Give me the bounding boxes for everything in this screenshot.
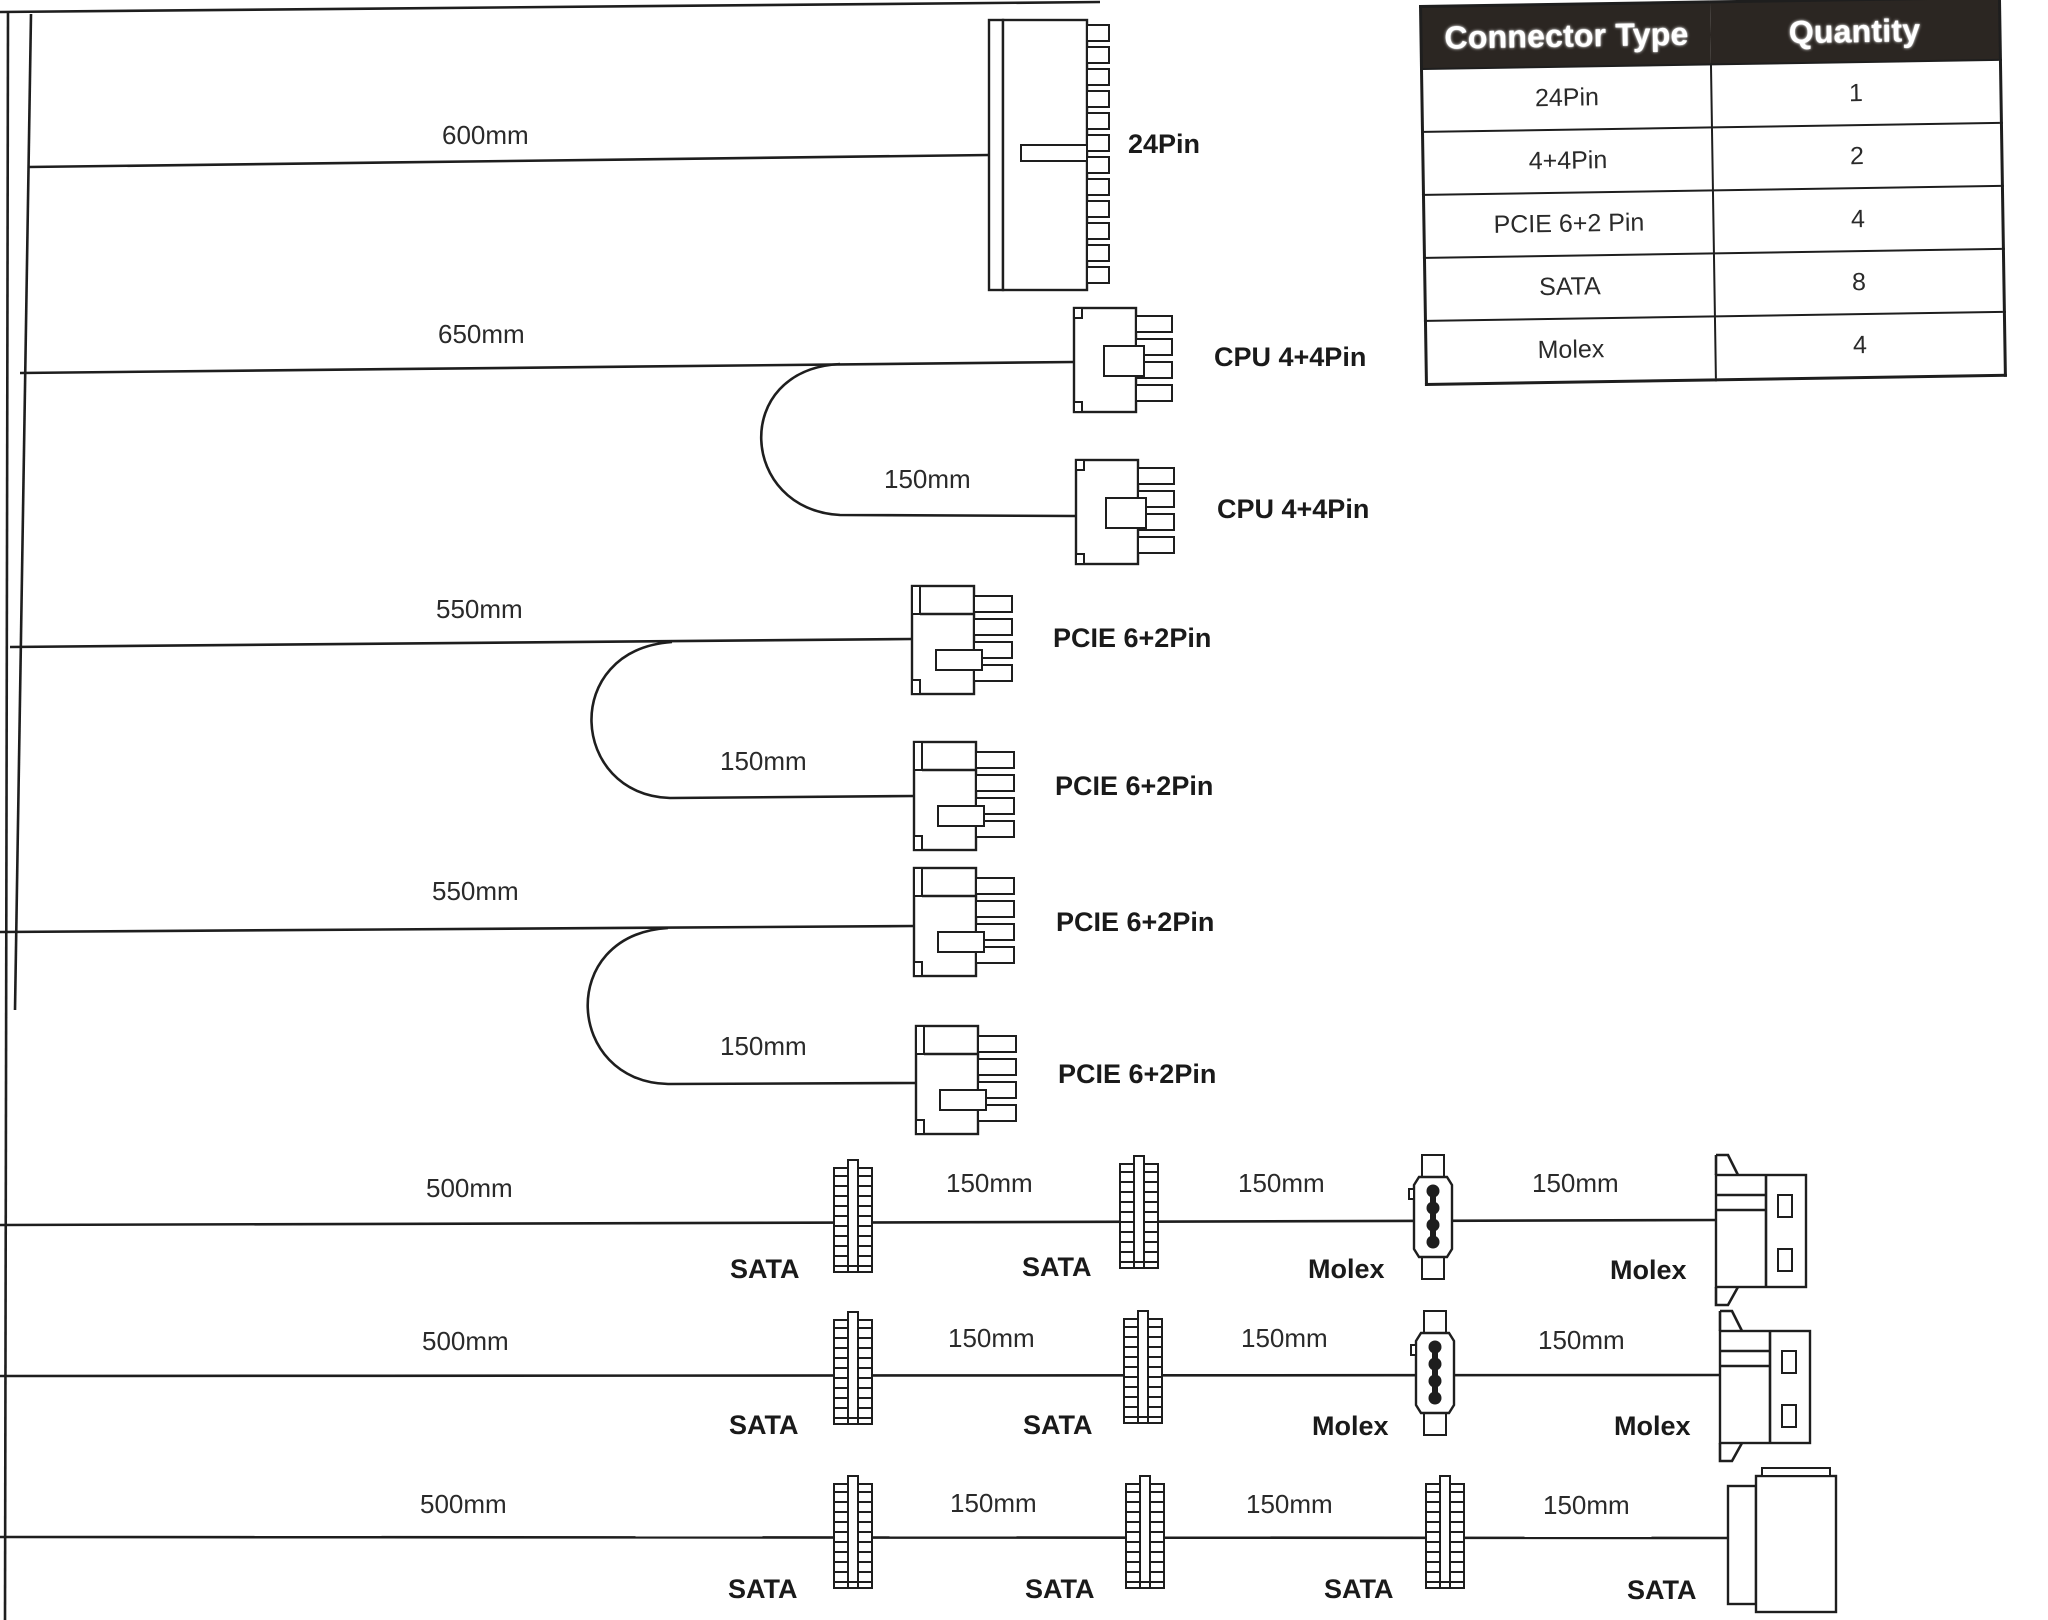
length-label-p1-2: 150mm [1238,1168,1325,1198]
length-label-p1-3: 150mm [1532,1168,1619,1198]
connector-label-p2-2: Molex [1312,1411,1389,1441]
length-label-p3-1: 150mm [950,1488,1037,1518]
cell-connector-type: PCIE 6+2 Pin [1423,190,1714,258]
length-label-p3-3: 150mm [1543,1490,1630,1520]
connector-sata-p3-2-icon [1125,1475,1165,1589]
connector-label-cpu-1: CPU 4+4Pin [1214,342,1366,372]
cell-connector-type: Molex [1425,316,1716,385]
connector-molex-inline-p2-icon [1410,1310,1456,1436]
cable-cpu: 650mm 150mm CPU 4+4Pin CPU 4+4Pin [19,306,1369,566]
connector-pcie-4-icon [914,1024,1017,1136]
length-label-pcie-b-branch: 150mm [720,1031,807,1061]
connector-24pin-icon [987,18,1110,292]
length-label-p2-1: 150mm [948,1323,1035,1353]
wire-cpu-branch [759,362,1077,518]
length-label-cpu-branch: 150mm [884,464,971,494]
length-label-24pin: 600mm [442,120,529,150]
connector-molex-end-p1-icon [1714,1153,1808,1307]
length-label-pcie-a-main: 550mm [436,594,523,624]
connector-sata-p1-1-icon [833,1159,873,1273]
length-label-p3-0: 500mm [420,1489,507,1519]
cell-quantity: 2 [1711,122,2003,191]
cell-quantity: 8 [1713,248,2005,317]
connector-label-p1-0: SATA [730,1254,800,1284]
cell-quantity: 1 [1710,59,2002,128]
connector-label-p2-0: SATA [729,1410,799,1440]
connector-label-p3-3: SATA [1627,1575,1697,1605]
length-label-p3-2: 150mm [1246,1489,1333,1519]
wire-cpu-main [19,360,1075,375]
connector-sata-p2-2-icon [1123,1310,1163,1424]
length-label-p2-3: 150mm [1538,1325,1625,1355]
cable-peripheral-2: 500mm 150mm 150mm 150mm SATA SATA Molex … [0,1309,1812,1463]
table-header-row: Connector Type Quantity [1420,0,2001,69]
cable-pcie-b: 550mm 150mm PCIE 6+2Pin PCIE 6+2Pin [0,866,1216,1136]
column-header-quantity: Quantity [1709,0,2001,65]
connector-cpu-2-icon [1074,458,1175,566]
connector-label-pcie-4: PCIE 6+2Pin [1058,1059,1216,1089]
connector-sata-p2-1-icon [833,1311,873,1425]
frame-top-line [0,0,1101,14]
wire-pcie-a-main [9,637,913,649]
connector-sata-p3-1-icon [833,1475,873,1589]
column-header-connector-type: Connector Type [1420,1,1711,69]
cell-connector-type: 4+4Pin [1422,127,1713,195]
connector-sata-p3-3-icon [1425,1475,1465,1589]
connector-sata-p1-2-icon [1119,1155,1159,1269]
connector-sata-end-p3-icon [1726,1467,1838,1614]
connector-molex-end-p2-icon [1718,1309,1812,1463]
connector-label-p3-2: SATA [1324,1574,1394,1604]
connector-label-p2-3: Molex [1614,1411,1691,1441]
connector-label-p1-2: Molex [1308,1254,1385,1284]
connector-pcie-1-icon [910,584,1013,696]
connector-pcie-2-icon [912,740,1015,852]
length-label-p1-1: 150mm [946,1168,1033,1198]
connector-label-pcie-1: PCIE 6+2Pin [1053,623,1211,653]
connector-label-p1-3: Molex [1610,1255,1687,1285]
wire-pcie-b-main [0,924,915,934]
connector-label-24pin: 24Pin [1128,129,1200,159]
connector-pcie-3-icon [912,866,1015,978]
cell-connector-type: SATA [1424,253,1715,321]
wire-24pin [27,153,990,169]
cell-connector-type: 24Pin [1421,64,1712,132]
connector-label-cpu-2: CPU 4+4Pin [1217,494,1369,524]
length-label-p2-2: 150mm [1241,1323,1328,1353]
psu-trunk-line [13,13,33,1011]
wire-pcie-a-branch [590,640,915,800]
frame-left-line [3,11,10,1620]
connector-label-p3-0: SATA [728,1574,798,1604]
length-label-pcie-b-main: 550mm [432,876,519,906]
cable-pcie-a: 550mm 150mm PCIE 6+2Pin PCIE 6+2Pin [9,584,1213,852]
length-label-pcie-a-branch: 150mm [720,746,807,776]
cable-peripheral-1: 500mm 150mm 150mm 150mm SATA SATA Molex … [0,1153,1808,1307]
length-label-cpu-main: 650mm [438,319,525,349]
cell-quantity: 4 [1714,311,2006,380]
connector-label-pcie-2: PCIE 6+2Pin [1055,771,1213,801]
connector-label-p3-1: SATA [1025,1574,1095,1604]
connector-label-p1-1: SATA [1022,1252,1092,1282]
connector-label-p2-1: SATA [1023,1410,1093,1440]
cell-quantity: 4 [1712,185,2004,254]
cable-24pin: 600mm 24Pin [27,18,1200,292]
connector-label-pcie-3: PCIE 6+2Pin [1056,907,1214,937]
length-label-p1-0: 500mm [426,1173,513,1203]
length-label-p2-0: 500mm [422,1326,509,1356]
connector-molex-inline-p1-icon [1408,1154,1454,1280]
connector-cpu-1-icon [1072,306,1173,414]
wire-pcie-b-branch [586,926,917,1086]
cable-peripheral-3: 500mm 150mm 150mm 150mm SATA SATA SATA S… [0,1467,1838,1614]
